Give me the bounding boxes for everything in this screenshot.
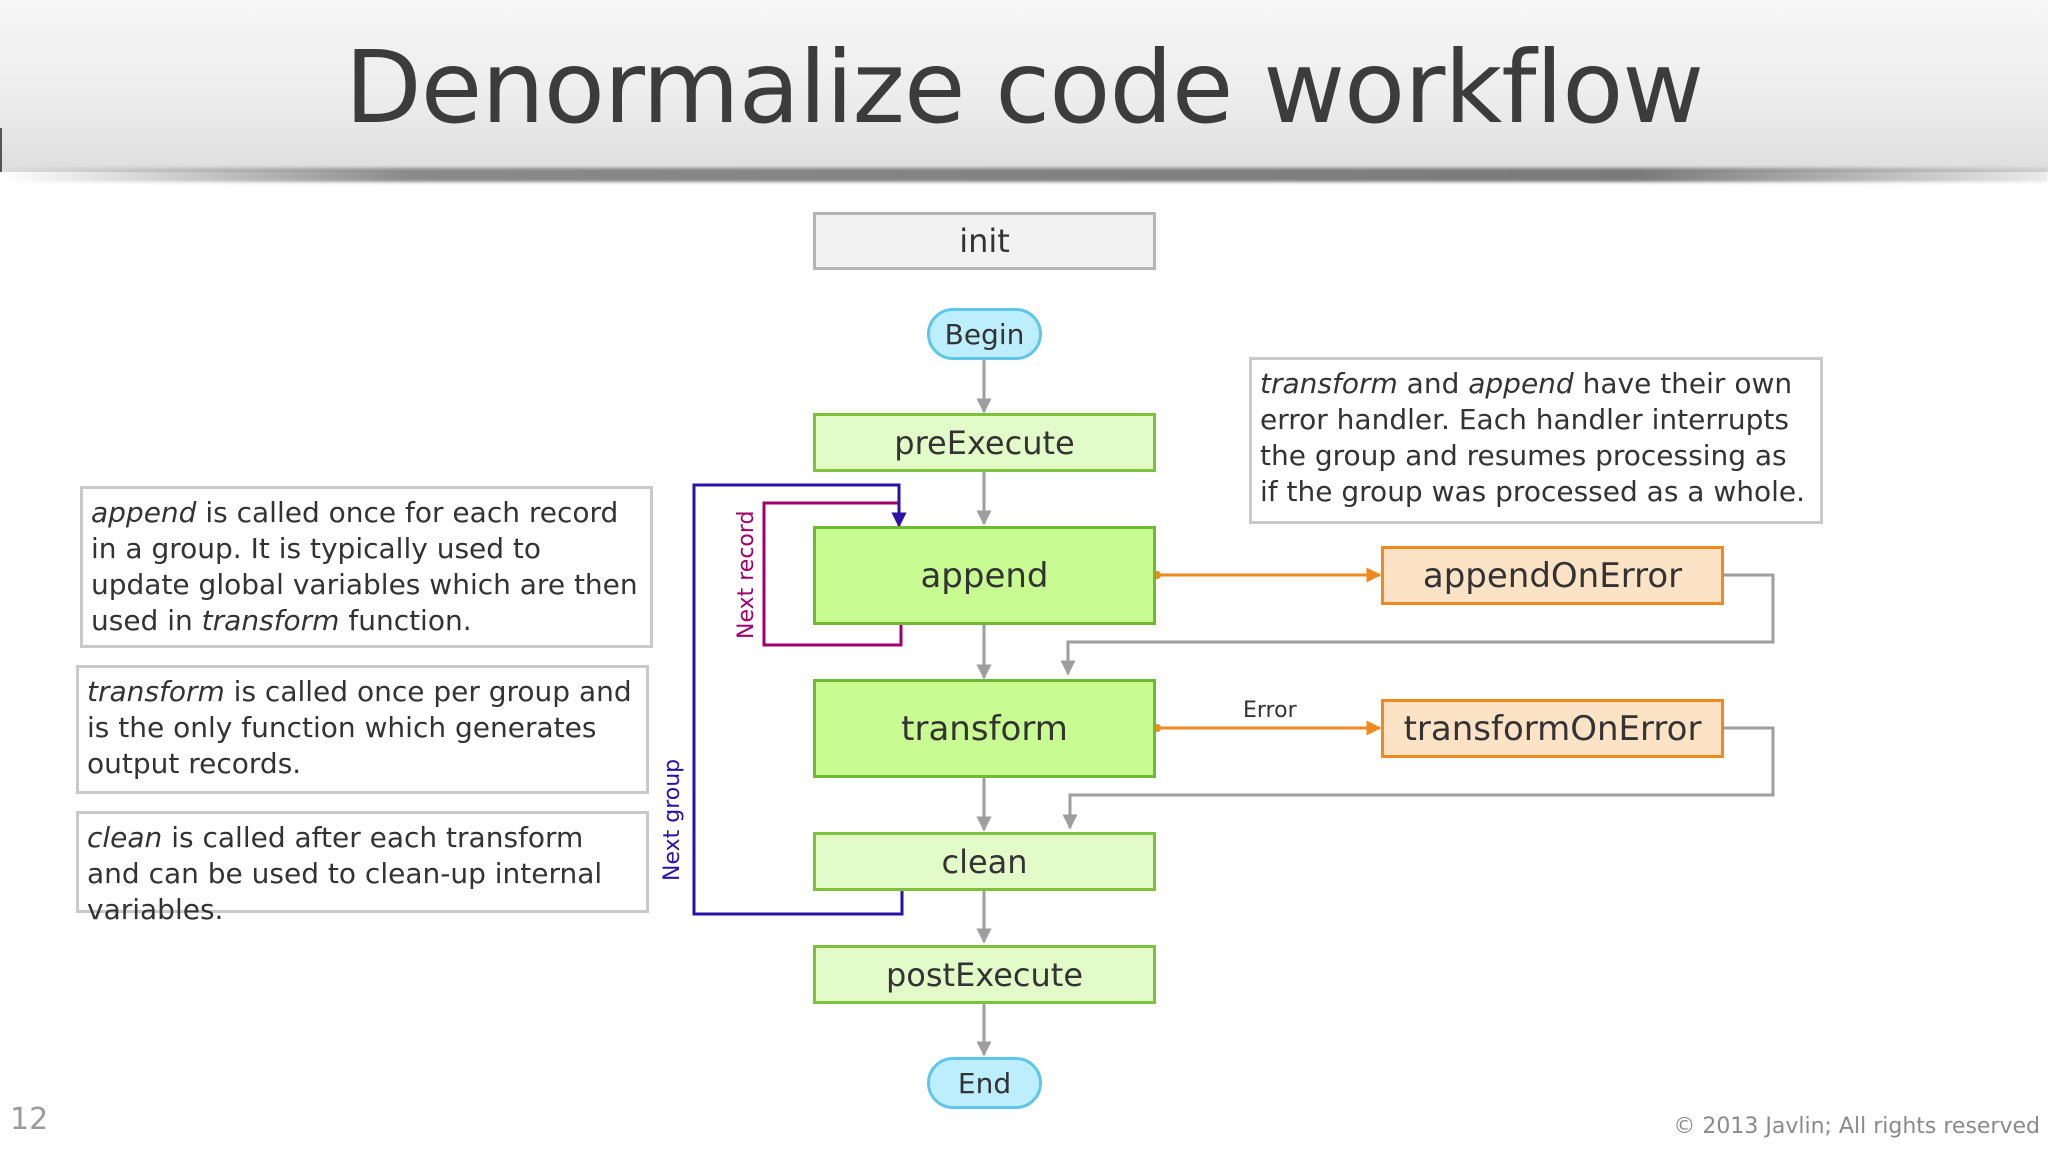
error-note-text-2: have their own error handler. Each handl…: [1260, 367, 1806, 508]
edge-transformonerror-return: [1062, 726, 1775, 830]
clean-note-text: is called after each transform and can b…: [87, 821, 603, 926]
init-node: init: [813, 212, 1156, 270]
title-divider: [0, 168, 2048, 182]
slide-title: Denormalize code workflow: [344, 29, 1704, 146]
begin-node: Begin: [927, 308, 1042, 360]
page-number: 12: [10, 1102, 49, 1137]
corner-mark: [0, 128, 2, 172]
next-record-label: Next record: [734, 510, 759, 639]
append-note-term-2: transform: [201, 604, 340, 637]
error-note-text: and: [1397, 367, 1469, 400]
edge-appendonerror-return: [1060, 573, 1775, 676]
append-note-text: is called once for each record in a grou…: [91, 496, 638, 637]
end-node: End: [927, 1057, 1042, 1109]
transformonerror-node: transformOnError: [1381, 699, 1724, 758]
transform-note-term: transform: [87, 675, 225, 708]
clean-note-term: clean: [87, 821, 163, 854]
postexecute-node: postExecute: [813, 945, 1156, 1004]
transform-note-text: is called once per group and is the only…: [87, 675, 632, 780]
error-note-term-2: append: [1468, 367, 1574, 400]
title-bar: [0, 0, 2048, 172]
preexecute-node: preExecute: [813, 413, 1156, 472]
appendonerror-node: appendOnError: [1381, 546, 1724, 605]
next-group-label: Next group: [660, 758, 685, 881]
transform-note: transform is called once per group and i…: [76, 665, 649, 794]
clean-note: clean is called after each transform and…: [76, 811, 649, 926]
error-handler-note: transform and append have their own erro…: [1249, 357, 1823, 524]
append-note: append is called once for each record in…: [80, 486, 653, 648]
error-edge-label: Error: [1243, 698, 1297, 723]
append-note-text-2: function.: [339, 604, 472, 637]
append-note-term: append: [91, 496, 197, 529]
append-node: append: [813, 526, 1156, 625]
clean-node: clean: [813, 832, 1156, 891]
error-note-term: transform: [1260, 367, 1398, 400]
copyright: © 2013 Javlin; All rights reserved: [1673, 1114, 2040, 1139]
transform-node: transform: [813, 679, 1156, 778]
edge-next-group-loop: [692, 483, 907, 916]
